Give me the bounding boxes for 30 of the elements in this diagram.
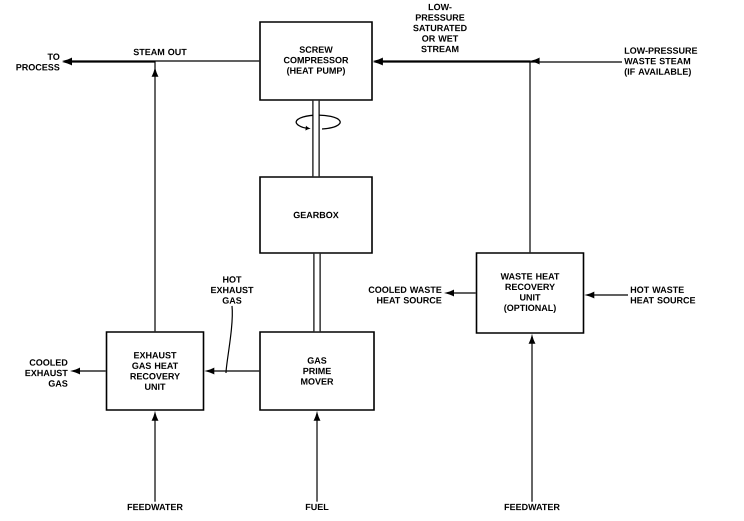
flow-label: HOT WASTE HEAT SOURCE — [630, 286, 696, 304]
flow-label: COOLED EXHAUST GAS — [25, 359, 68, 387]
process-box: SCREW COMPRESSOR (HEAT PUMP) — [259, 21, 373, 101]
shaft — [312, 100, 320, 176]
flow-label: FEEDWATER — [504, 504, 560, 510]
process-box: EXHAUST GAS HEAT RECOVERY UNIT — [106, 331, 204, 411]
flow-label: FUEL — [306, 504, 328, 510]
arrow — [64, 58, 158, 332]
arrow — [528, 336, 536, 502]
arrow — [374, 58, 540, 252]
flow-label: HOT EXHAUST GAS — [211, 276, 254, 304]
leader-line — [225, 306, 233, 374]
arrow — [446, 290, 476, 296]
flow-label: COOLED WASTE HEAT SOURCE — [368, 286, 442, 304]
shaft — [313, 254, 321, 332]
arrow — [72, 368, 106, 374]
arrow — [152, 412, 158, 502]
flow-label: TO PROCESS — [16, 54, 60, 70]
arrow — [206, 368, 260, 374]
flow-label: FEEDWATER — [128, 504, 183, 510]
flow-label: LOW-PRESSURE SATURATED OR WET STREAM — [413, 4, 467, 52]
arrow — [374, 58, 622, 66]
flow-label: STEAM OUT — [134, 48, 187, 56]
process-box: GEARBOX — [259, 176, 373, 254]
process-box: WASTE HEAT RECOVERY UNIT (OPTIONAL) — [476, 252, 584, 334]
arrow — [586, 292, 628, 298]
process-box: GAS PRIME MOVER — [259, 331, 375, 411]
arrow — [64, 58, 260, 64]
arrow — [314, 412, 320, 502]
flow-label: LOW-PRESSURE WASTE STEAM (IF AVAILABLE) — [624, 47, 698, 77]
